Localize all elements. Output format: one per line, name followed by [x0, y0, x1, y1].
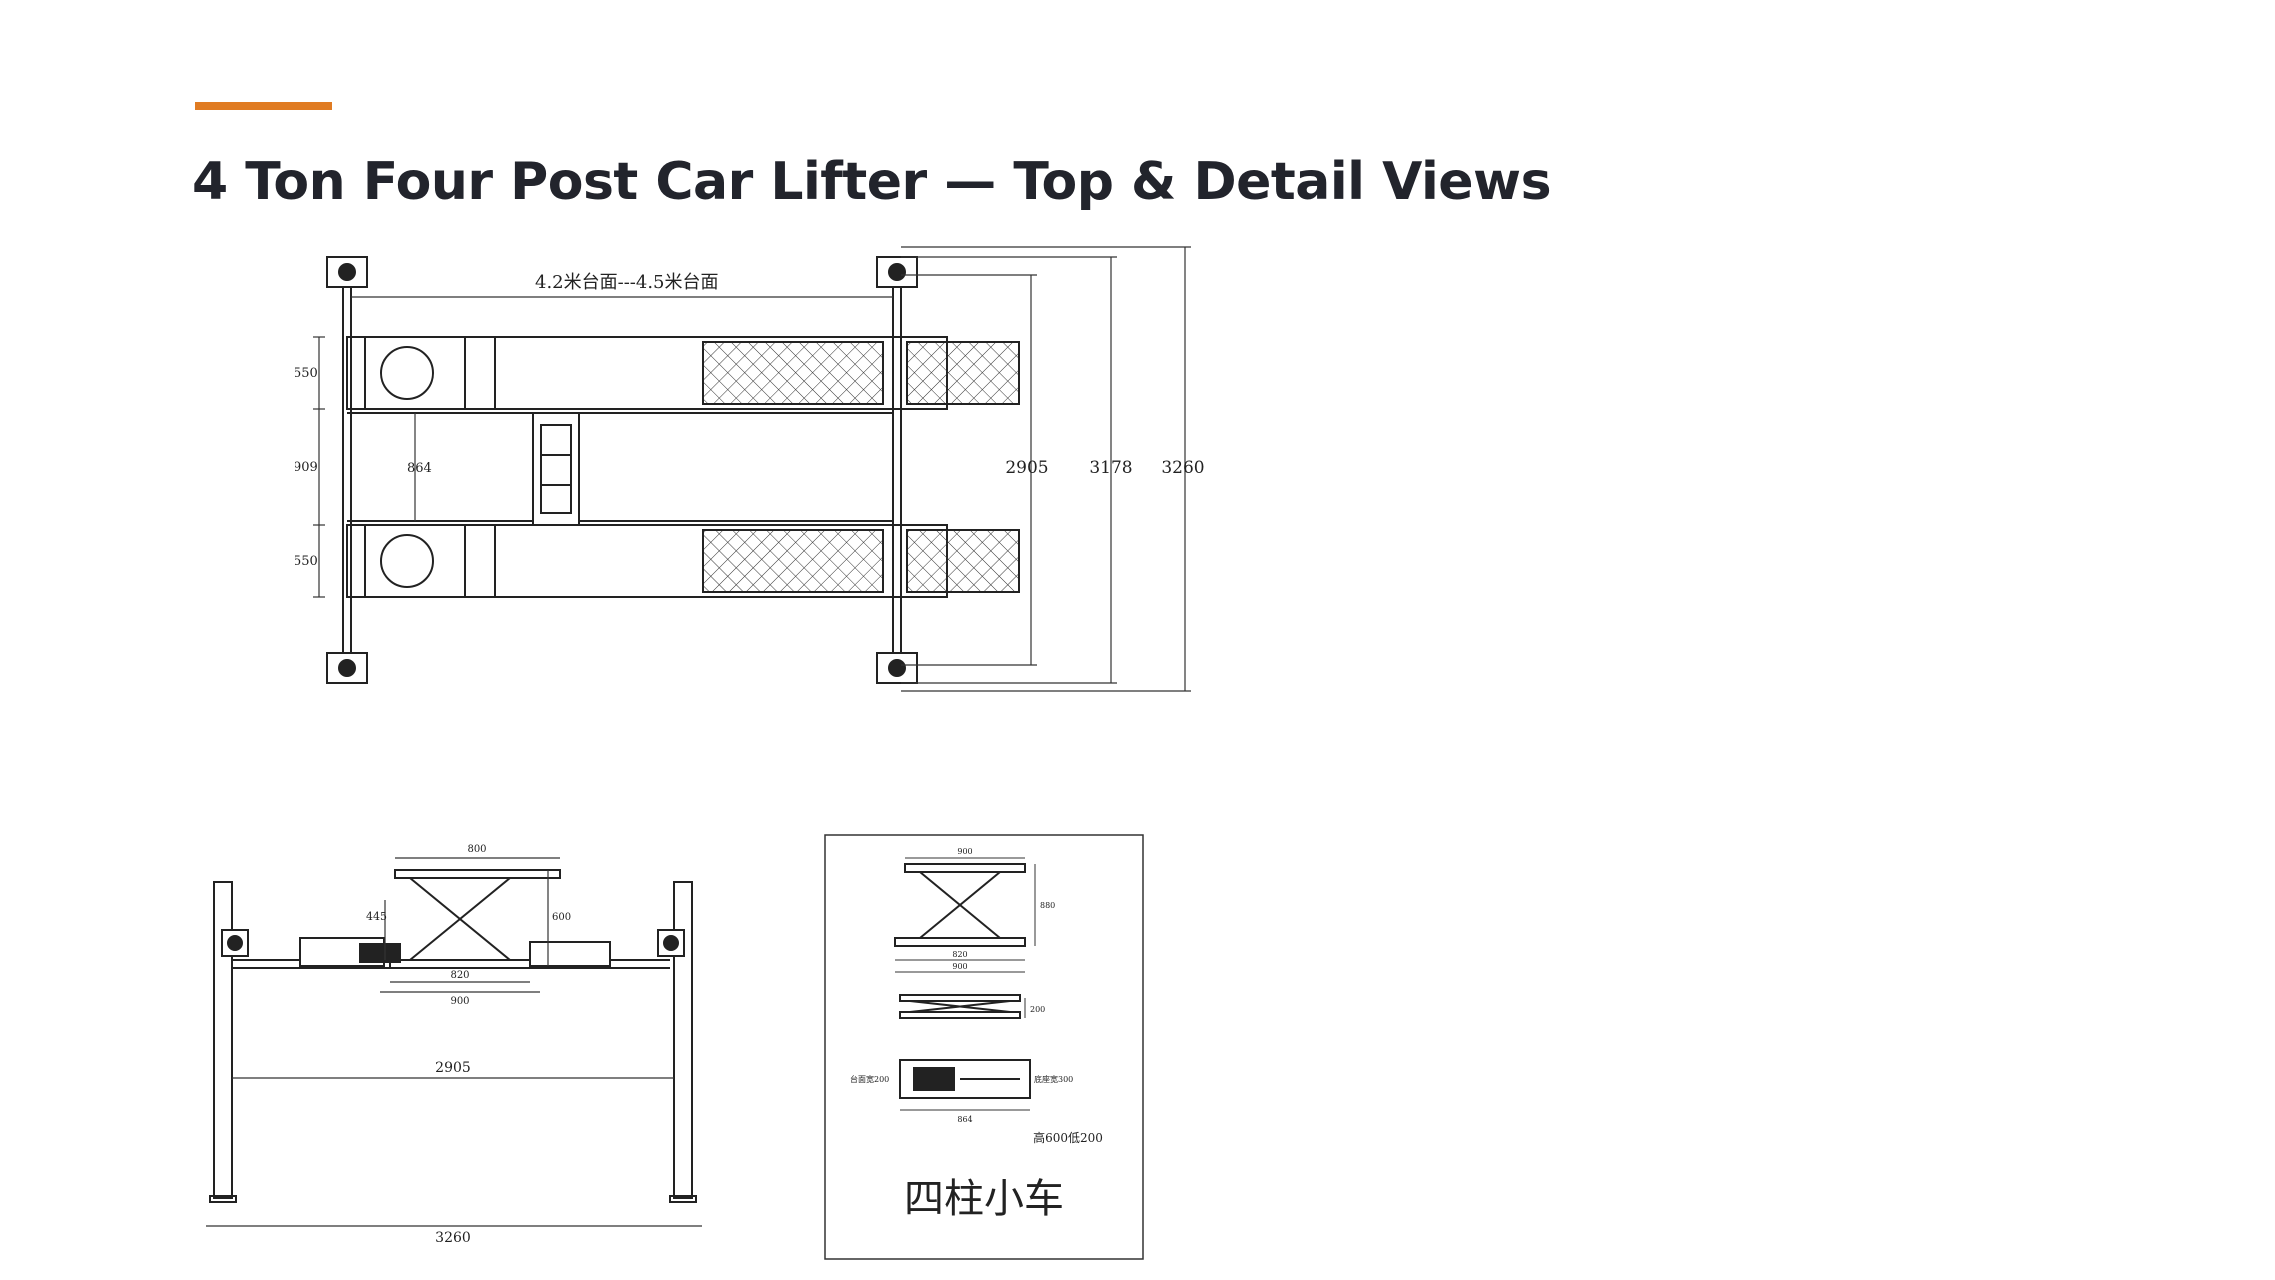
page-title: 4 Ton Four Post Car Lifter — Top & Detai…: [192, 152, 1552, 212]
dim-right-2905: 2905: [1005, 458, 1048, 478]
detail-note-right: 底座宽300: [1034, 1074, 1073, 1084]
side-frame: [209, 869, 697, 1203]
side-dim-lift: 600: [552, 912, 571, 923]
dim-right-3260: 3260: [1161, 458, 1204, 478]
detail-dim-folded: 200: [1030, 1005, 1045, 1014]
side-dim-top: 800: [467, 844, 486, 855]
side-dim-inner-base: 820: [450, 970, 469, 981]
dim-platform-length: 4.2米台面---4.5米台面: [535, 272, 719, 293]
detail-frame: [824, 834, 1144, 1260]
detail-view-drawing: 900 880 820 900 200 台面宽200 底座宽300 864 高6…: [824, 834, 1144, 1260]
dim-left-bottom: 550: [295, 554, 318, 569]
detail-dim-height: 880: [1040, 901, 1055, 910]
post-top-left: [326, 256, 368, 288]
detail-caption: 四柱小车: [904, 1176, 1064, 1222]
detail-note-left: 台面宽200: [850, 1074, 889, 1084]
detail-dim-bottom: 864: [957, 1115, 972, 1124]
side-dim-span: 2905: [435, 1060, 471, 1076]
detail-jack-drawings: [894, 863, 1031, 1099]
detail-dimension-lines: [895, 857, 1036, 1111]
dim-left-middle: 909: [295, 460, 318, 475]
side-dim-outer-base: 900: [450, 996, 469, 1007]
dim-left-top: 550: [295, 366, 318, 381]
side-dimension-lines: [206, 857, 702, 1227]
side-view-drawing: 800 445 600 820 900 2905 3260: [206, 844, 702, 1246]
top-view-drawing: 4.2米台面---4.5米台面 550 909 550 864 2905 317…: [295, 246, 1205, 692]
title-accent-bar: [195, 102, 332, 110]
detail-dim-outer: 900: [952, 962, 967, 971]
side-dim-total: 3260: [435, 1230, 471, 1246]
lift-frame: [326, 256, 1020, 684]
dim-right-3178: 3178: [1089, 458, 1132, 478]
dimension-lines: [313, 246, 1191, 692]
detail-dim-top: 900: [957, 847, 972, 856]
dim-inner-width: 864: [407, 461, 432, 476]
side-dim-height: 445: [366, 910, 387, 923]
detail-height-note: 高600低200: [1033, 1130, 1103, 1145]
detail-dim-inner: 820: [952, 950, 967, 959]
